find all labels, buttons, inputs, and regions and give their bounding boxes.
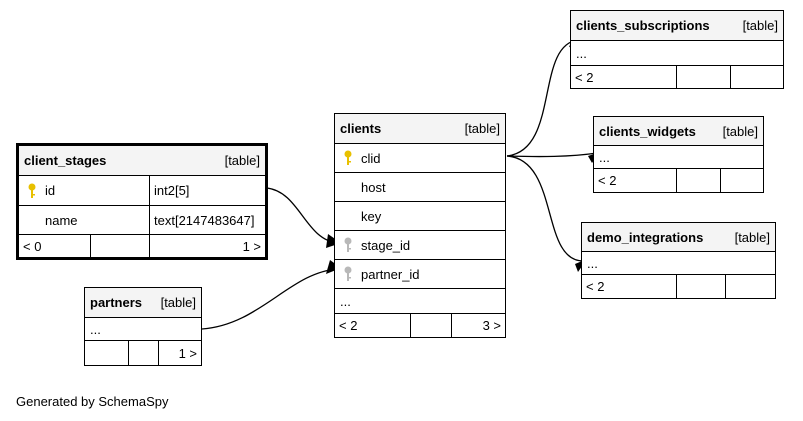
edge-clid-to-clients-widgets	[506, 152, 598, 158]
table-kind: [table]	[224, 153, 260, 168]
columns-count	[129, 341, 159, 365]
column-type: int2[5]	[154, 183, 190, 198]
table-kind: [table]	[464, 121, 500, 136]
columns-ellipsis: ...	[582, 252, 775, 275]
ellipsis: ...	[587, 255, 598, 271]
table-partners[interactable]: partners [table] ... 1 >	[84, 287, 202, 366]
column-row-partner-id[interactable]: partner_id	[335, 260, 505, 289]
table-name[interactable]: clients	[340, 121, 382, 136]
table-name[interactable]: partners	[90, 295, 143, 310]
ellipsis: ...	[90, 321, 101, 337]
table-client-stages[interactable]: client_stages [table] id int2[5] name te…	[16, 143, 268, 260]
table-footer: < 2	[571, 66, 783, 88]
parents-count	[85, 341, 129, 365]
table-footer: 1 >	[85, 341, 201, 365]
column-row-stage-id[interactable]: stage_id	[335, 231, 505, 260]
column-name: name	[45, 212, 78, 228]
table-header: clients_subscriptions [table]	[571, 11, 783, 41]
column-row-key[interactable]: key	[335, 202, 505, 231]
columns-count	[677, 169, 721, 192]
primary-key-icon	[28, 183, 36, 198]
columns-count	[411, 314, 452, 337]
children-count[interactable]: 3 >	[482, 318, 501, 333]
column-row-host[interactable]: host	[335, 173, 505, 202]
children-count	[726, 275, 775, 298]
column-row-id[interactable]: id int2[5]	[19, 176, 265, 206]
columns-ellipsis: ...	[571, 41, 783, 66]
arrowhead	[326, 234, 341, 248]
table-clients-subscriptions[interactable]: clients_subscriptions [table] ... < 2	[570, 10, 784, 89]
children-count	[731, 66, 783, 88]
columns-count	[677, 275, 726, 298]
table-kind: [table]	[160, 295, 196, 310]
column-type: text[2147483647]	[154, 212, 255, 228]
edge-clid-to-demo-integrations	[506, 155, 585, 262]
column-name: host	[361, 179, 386, 195]
edge-stage-id-to-client-stages	[266, 187, 339, 244]
column-name: key	[361, 208, 382, 224]
columns-ellipsis: ...	[85, 318, 201, 341]
foreign-key-icon	[344, 266, 352, 281]
columns-ellipsis: ...	[594, 146, 763, 169]
table-header: clients [table]	[335, 114, 505, 144]
parents-count[interactable]: < 2	[582, 275, 677, 298]
ellipsis: ...	[576, 45, 587, 61]
parents-count[interactable]: < 0	[19, 235, 91, 257]
table-kind: [table]	[742, 18, 778, 33]
children-count[interactable]: 1 >	[178, 345, 197, 361]
edge-partner-id-to-partners	[201, 268, 339, 330]
parents-count[interactable]: < 2	[335, 314, 411, 337]
ellipsis: ...	[599, 149, 610, 165]
table-name[interactable]: demo_integrations	[587, 229, 704, 245]
columns-ellipsis: ...	[335, 289, 505, 314]
table-header: partners [table]	[85, 288, 201, 318]
table-clients-widgets[interactable]: clients_widgets [table] ... < 2	[593, 116, 764, 193]
ellipsis: ...	[340, 293, 351, 309]
columns-count	[91, 235, 150, 257]
table-footer: < 2 3 >	[335, 314, 505, 337]
table-name[interactable]: client_stages	[24, 153, 107, 168]
foreign-key-icon	[344, 237, 352, 252]
parents-count[interactable]: < 2	[594, 169, 677, 192]
column-name: id	[45, 183, 56, 198]
table-header: clients_widgets [table]	[594, 117, 763, 146]
generated-by-note: Generated by SchemaSpy	[16, 394, 169, 409]
table-header: client_stages [table]	[19, 146, 265, 176]
children-count	[721, 169, 763, 192]
column-name: clid	[361, 150, 381, 166]
children-count[interactable]: 1 >	[242, 238, 261, 254]
columns-count	[677, 66, 731, 88]
column-name: partner_id	[361, 266, 420, 282]
table-demo-integrations[interactable]: demo_integrations [table] ... < 2	[581, 222, 776, 299]
table-name[interactable]: clients_widgets	[599, 123, 696, 139]
table-name[interactable]: clients_subscriptions	[576, 18, 710, 33]
table-kind: [table]	[722, 123, 758, 139]
table-footer: < 0 1 >	[19, 235, 265, 257]
column-name: stage_id	[361, 237, 411, 253]
parents-count[interactable]: < 2	[571, 66, 677, 88]
table-clients[interactable]: clients [table] clid host key stage_id p…	[334, 113, 506, 338]
table-footer: < 2	[582, 275, 775, 298]
primary-key-icon	[344, 150, 352, 165]
arrowhead	[326, 260, 341, 274]
edge-clid-to-clients-subscriptions	[506, 39, 579, 157]
table-footer: < 2	[594, 169, 763, 192]
table-kind: [table]	[734, 229, 770, 245]
column-row-clid[interactable]: clid	[335, 144, 505, 173]
table-header: demo_integrations [table]	[582, 223, 775, 252]
column-row-name[interactable]: name text[2147483647]	[19, 206, 265, 235]
